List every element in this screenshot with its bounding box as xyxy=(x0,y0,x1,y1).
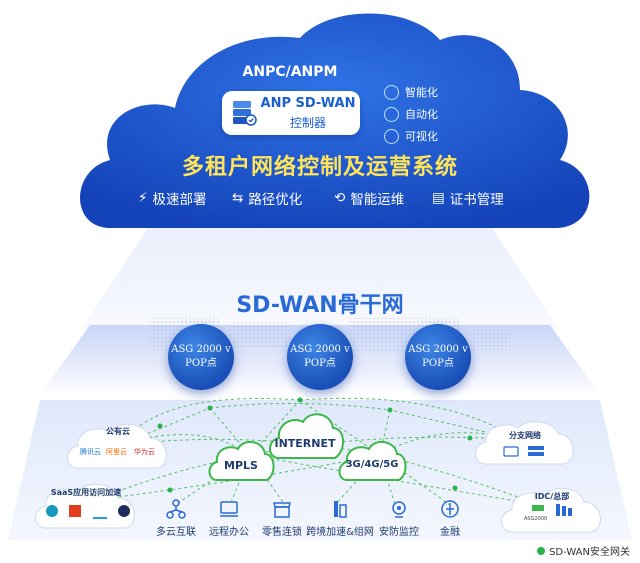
legend-label: SD-WAN安全网关 xyxy=(549,547,630,558)
saas-app-row xyxy=(46,505,130,519)
scenario-multi-cloud[interactable]: 多云互联 xyxy=(133,499,219,538)
idc-gateway-label: ASG2000 xyxy=(524,516,548,522)
platform-label: ANPC/ANPM xyxy=(242,64,338,80)
multi-cloud-icon xyxy=(166,499,186,519)
capability-route: ⇆ 路径优化 xyxy=(232,188,302,208)
saas-cloud-shape[interactable] xyxy=(30,480,142,532)
controller-card[interactable]: ANP SD-WAN 控制器 xyxy=(222,91,360,135)
idc-title: IDC/总部 xyxy=(534,492,570,501)
gateway-dot-icon xyxy=(537,546,546,555)
capability-ops: ⟲ 智能运维 xyxy=(334,188,404,208)
feature-visibility: 可视化 xyxy=(384,128,438,144)
cross-border-icon xyxy=(334,501,347,518)
capability-deploy: ⚡ 极速部署 xyxy=(138,188,206,208)
operations-icon: ⟲ xyxy=(334,190,346,206)
scenario-label: 远程办公 xyxy=(209,527,249,538)
branch-title: 分支网络 xyxy=(509,431,541,440)
pop-label: POP点 xyxy=(185,358,217,369)
scenario-retail[interactable]: 零售连锁 xyxy=(239,499,325,538)
provider-tencent: 腾讯云 xyxy=(80,448,101,456)
branch-devices-icon xyxy=(503,446,544,457)
capability-cert: ▤ 证书管理 xyxy=(432,188,504,208)
server-icon xyxy=(233,101,257,126)
main-title: 多租户网络控制及运营系统 xyxy=(181,155,458,180)
backbone-title: SD-WAN骨干网 xyxy=(236,293,404,318)
scenario-cross-border[interactable]: 跨境加速&组网 xyxy=(292,499,388,538)
office-icon xyxy=(69,505,82,517)
pop-node[interactable]: ASG 2000 v POP点 xyxy=(168,324,234,390)
saas-title: SaaS应用访问加速 xyxy=(50,488,122,497)
capability-label: 极速部署 xyxy=(152,192,207,208)
internet-label: INTERNET xyxy=(274,437,336,450)
internet-cloud[interactable] xyxy=(265,410,345,462)
remote-office-icon xyxy=(220,501,238,517)
branch-cloud-shape[interactable] xyxy=(470,418,580,468)
feature-automation: 自动化 xyxy=(384,106,438,122)
certificate-icon: ▤ xyxy=(432,190,445,206)
mpls-cloud[interactable] xyxy=(205,438,277,484)
visibility-icon xyxy=(384,128,399,144)
pop-node[interactable]: ASG 2000 v POP点 xyxy=(405,324,471,390)
scenario-label: 零售连锁 xyxy=(262,527,302,538)
scenario-finance[interactable]: 金融 xyxy=(407,499,493,538)
capability-label: 路径优化 xyxy=(248,192,303,208)
provider-aliyun: 阿里云 xyxy=(106,448,127,456)
pop-label: POP点 xyxy=(422,358,454,369)
scenario-remote-office[interactable]: 远程办公 xyxy=(186,499,272,538)
idc-cloud-shape[interactable] xyxy=(496,484,608,536)
feature-label: 可视化 xyxy=(405,130,438,143)
pop-node[interactable]: ASG 2000 v POP点 xyxy=(287,324,353,390)
idc-devices-icon xyxy=(532,504,572,516)
route-icon: ⇆ xyxy=(232,190,244,206)
controller-title: ANP SD-WAN xyxy=(260,96,356,111)
feature-intelligent: 智能化 xyxy=(384,84,438,100)
capability-label: 证书管理 xyxy=(449,192,504,208)
controller-subtitle: 控制器 xyxy=(289,116,326,130)
scenario-label: 跨境加速&组网 xyxy=(306,527,374,538)
legend: SD-WAN安全网关 xyxy=(537,543,630,558)
capability-label: 智能运维 xyxy=(350,192,405,208)
finance-icon xyxy=(441,500,459,518)
pop-model: ASG 2000 v xyxy=(408,344,468,355)
public-cloud-title: 公有云 xyxy=(106,427,130,436)
cisco-icon xyxy=(92,505,107,519)
cellular-cloud[interactable] xyxy=(335,438,409,484)
salesforce-icon xyxy=(46,505,58,517)
provider-huawei: 华为云 xyxy=(134,448,155,456)
feature-label: 智能化 xyxy=(405,86,438,99)
pop-model: ASG 2000 v xyxy=(290,344,350,355)
mpls-label: MPLS xyxy=(224,459,258,472)
brain-icon xyxy=(384,84,399,100)
feature-label: 自动化 xyxy=(405,108,438,121)
scenario-label: 金融 xyxy=(440,527,460,538)
pop-label: POP点 xyxy=(304,358,336,369)
automation-icon xyxy=(384,106,399,122)
scenario-label: 多云互联 xyxy=(156,527,196,538)
cellular-label: 3G/4G/5G xyxy=(345,459,399,470)
camera-icon xyxy=(392,501,406,518)
scenario-label: 安防监控 xyxy=(379,527,419,538)
scenario-surveillance[interactable]: 安防监控 xyxy=(356,499,442,538)
public-cloud-shape[interactable] xyxy=(62,420,174,472)
webex-icon xyxy=(117,505,130,517)
lightning-icon: ⚡ xyxy=(138,190,148,206)
pop-model: ASG 2000 v xyxy=(171,344,231,355)
retail-icon xyxy=(273,502,291,518)
